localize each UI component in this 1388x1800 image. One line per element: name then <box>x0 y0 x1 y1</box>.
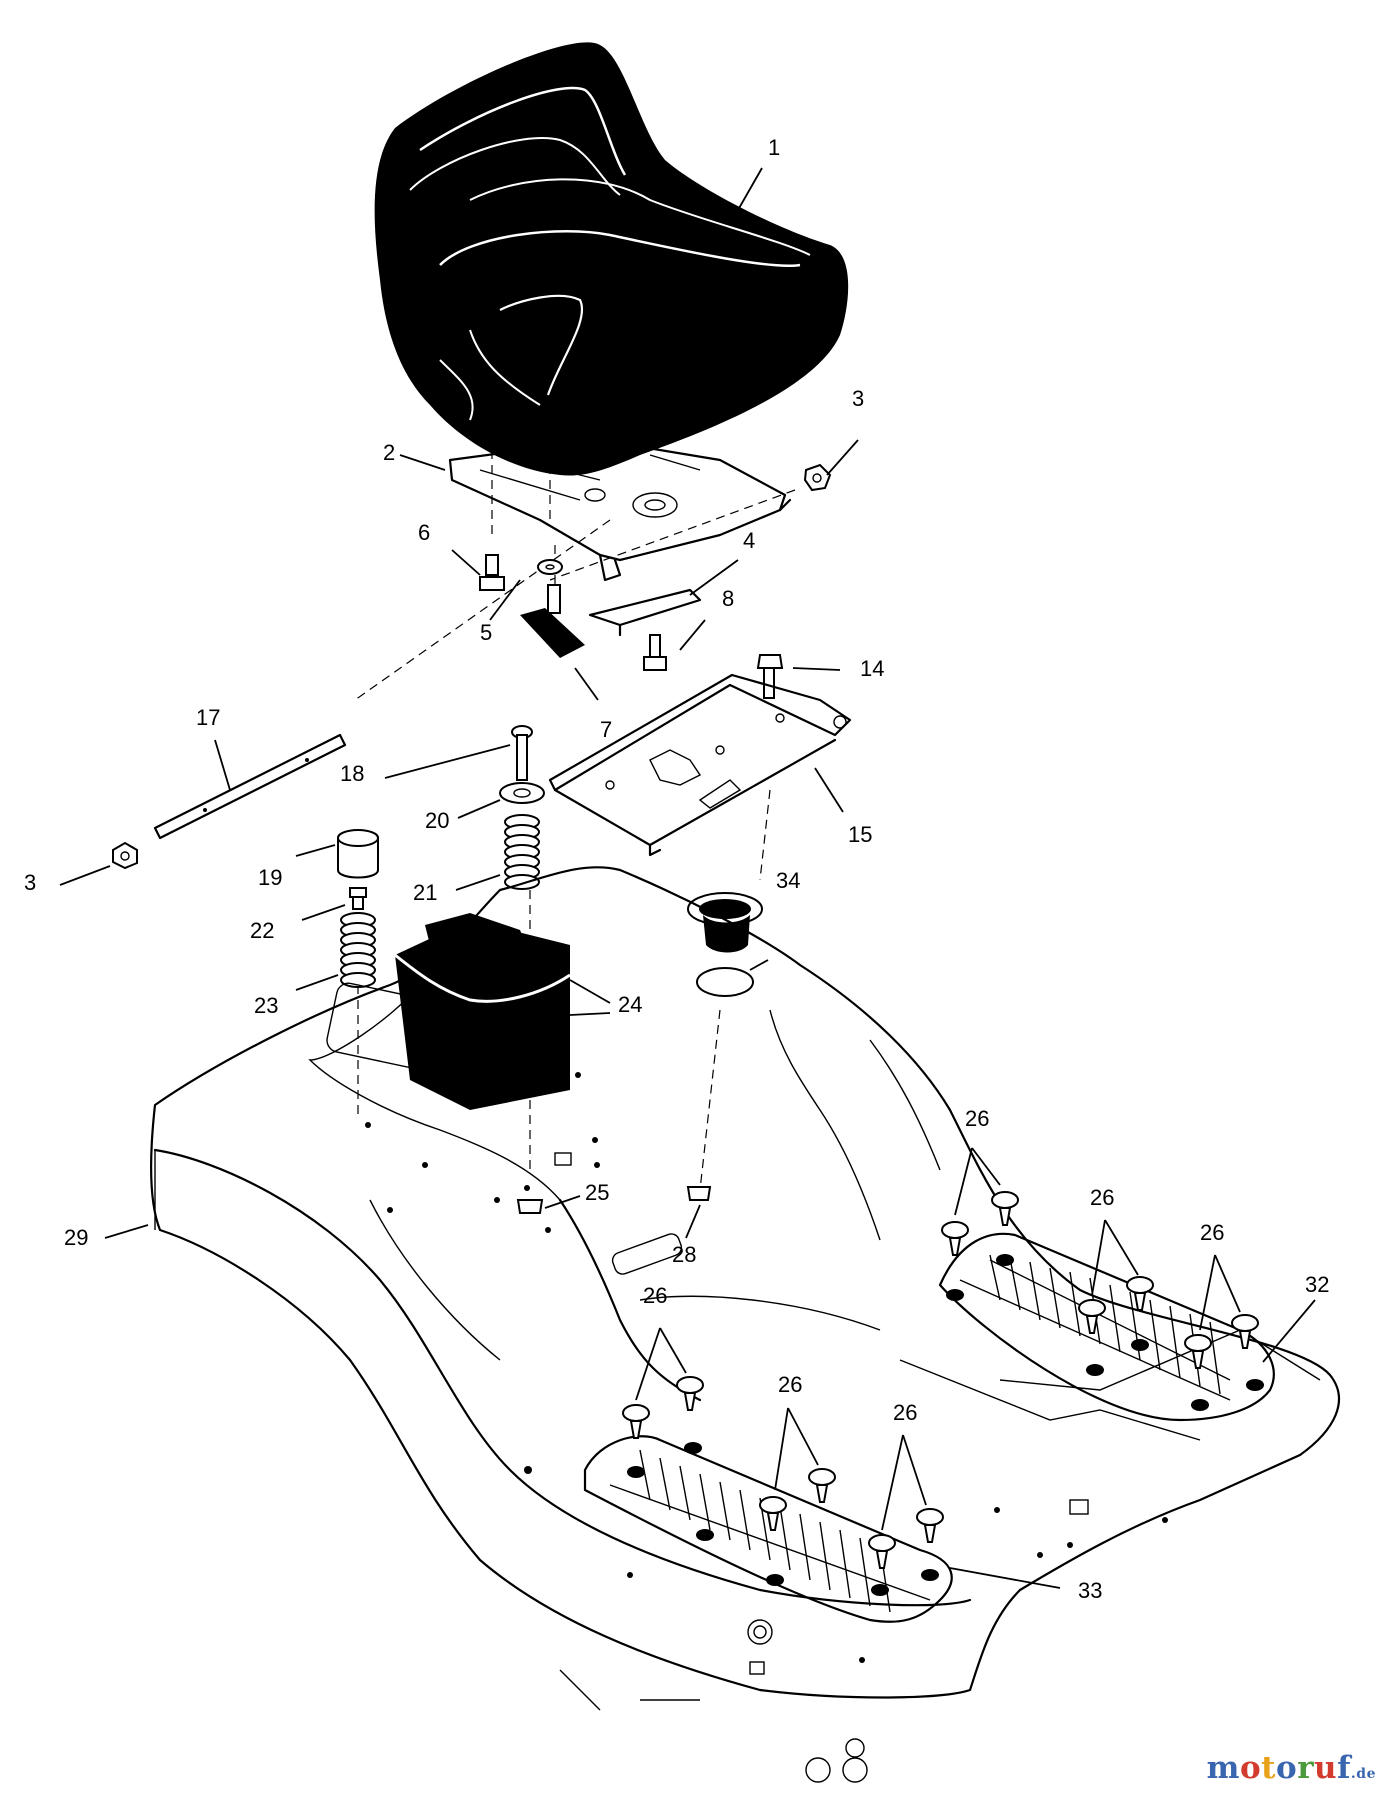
bumper-part-19 <box>337 829 379 879</box>
callout-5: 5 <box>480 620 492 645</box>
spring-part-21 <box>504 814 540 890</box>
bolt-part-8 <box>643 634 667 671</box>
callout-14: 14 <box>860 656 884 681</box>
callout-15: 15 <box>848 822 872 847</box>
callout-21: 21 <box>413 880 437 905</box>
callout-17: 17 <box>196 705 220 730</box>
callout-28: 28 <box>672 1242 696 1267</box>
spring-part-23 <box>340 912 376 988</box>
footrest-right-part-32 <box>938 1232 1275 1422</box>
pivot-rod-part-17 <box>153 733 347 840</box>
callout-6: 6 <box>418 520 430 545</box>
callout-22: 22 <box>250 918 274 943</box>
callout-18: 18 <box>340 761 364 786</box>
screw-part-25 <box>516 1199 544 1214</box>
footrest-left-ribs <box>639 1449 891 1613</box>
grommet-part-34 <box>687 892 763 997</box>
fastener-5 <box>1184 1334 1212 1369</box>
footrest-right-ribs <box>989 1254 1221 1395</box>
battery-box-part-24 <box>394 913 571 1110</box>
bolt-part-6 <box>479 554 505 591</box>
watermark-letter: o <box>1276 1750 1298 1786</box>
fender-body-part-29 <box>150 866 1340 1783</box>
seat-pan-part-2 <box>448 438 828 582</box>
callout-33: 33 <box>1078 1578 1102 1603</box>
callout-29: 29 <box>64 1225 88 1250</box>
callout-24: 24 <box>618 992 642 1017</box>
watermark-letter: m <box>1206 1750 1240 1786</box>
nut-part-3-left <box>112 841 138 870</box>
fastener-6 <box>1231 1314 1259 1349</box>
callout-26-f: 26 <box>893 1400 917 1425</box>
fasteners-part-26 <box>622 1191 1259 1569</box>
fastener-9 <box>759 1496 787 1531</box>
footrest-left-part-33 <box>583 1435 953 1623</box>
watermark-letter: t <box>1261 1750 1276 1786</box>
callout-3-left: 3 <box>24 870 36 895</box>
fastener-4 <box>1126 1276 1154 1311</box>
callout-4: 4 <box>743 528 755 553</box>
callout-numbers: 1 2 3 4 5 6 7 8 14 15 17 18 19 20 21 22 … <box>24 135 1329 1603</box>
fastener-10 <box>808 1468 836 1503</box>
fastener-7 <box>622 1404 650 1439</box>
washer-part-20 <box>499 782 545 804</box>
callout-19: 19 <box>258 865 282 890</box>
watermark-letter: f <box>1337 1750 1351 1786</box>
washer-part-5 <box>537 559 563 575</box>
watermark-logo: motoruf.de <box>1207 1750 1376 1786</box>
fastener-8 <box>676 1376 704 1411</box>
bolt-part-18 <box>511 725 533 781</box>
leader-lines <box>59 167 1316 1589</box>
callout-8: 8 <box>722 586 734 611</box>
callout-26-c: 26 <box>1200 1220 1224 1245</box>
callout-26-d: 26 <box>643 1283 667 1308</box>
callout-3-top: 3 <box>852 386 864 411</box>
fastener-11 <box>868 1534 896 1569</box>
mounting-plate-part-15 <box>548 673 852 857</box>
callout-20: 20 <box>425 808 449 833</box>
knob-part-7 <box>520 584 585 658</box>
screw-part-28 <box>686 1186 712 1201</box>
watermark-suffix: .de <box>1350 1766 1376 1782</box>
callout-2: 2 <box>383 440 395 465</box>
fastener-1 <box>941 1221 969 1256</box>
callout-34: 34 <box>776 868 800 893</box>
bolt-part-14 <box>756 654 784 699</box>
screw-part-22 <box>349 887 367 910</box>
callout-25: 25 <box>585 1180 609 1205</box>
callout-26-e: 26 <box>778 1372 802 1397</box>
watermark-letter: u <box>1314 1750 1338 1786</box>
callout-26-b: 26 <box>1090 1185 1114 1210</box>
watermark-letter: o <box>1239 1750 1262 1786</box>
bracket-part-4 <box>588 588 702 637</box>
seat-part-1 <box>374 42 849 476</box>
callout-26-a: 26 <box>965 1106 989 1131</box>
callout-1: 1 <box>768 135 780 160</box>
callout-7: 7 <box>600 717 612 742</box>
callout-23: 23 <box>254 993 278 1018</box>
callout-32: 32 <box>1305 1272 1329 1297</box>
fastener-12 <box>916 1508 944 1543</box>
fastener-2 <box>991 1191 1019 1226</box>
fastener-3 <box>1078 1299 1106 1334</box>
nut-part-3-top <box>803 463 832 492</box>
watermark-letter: r <box>1297 1750 1315 1786</box>
